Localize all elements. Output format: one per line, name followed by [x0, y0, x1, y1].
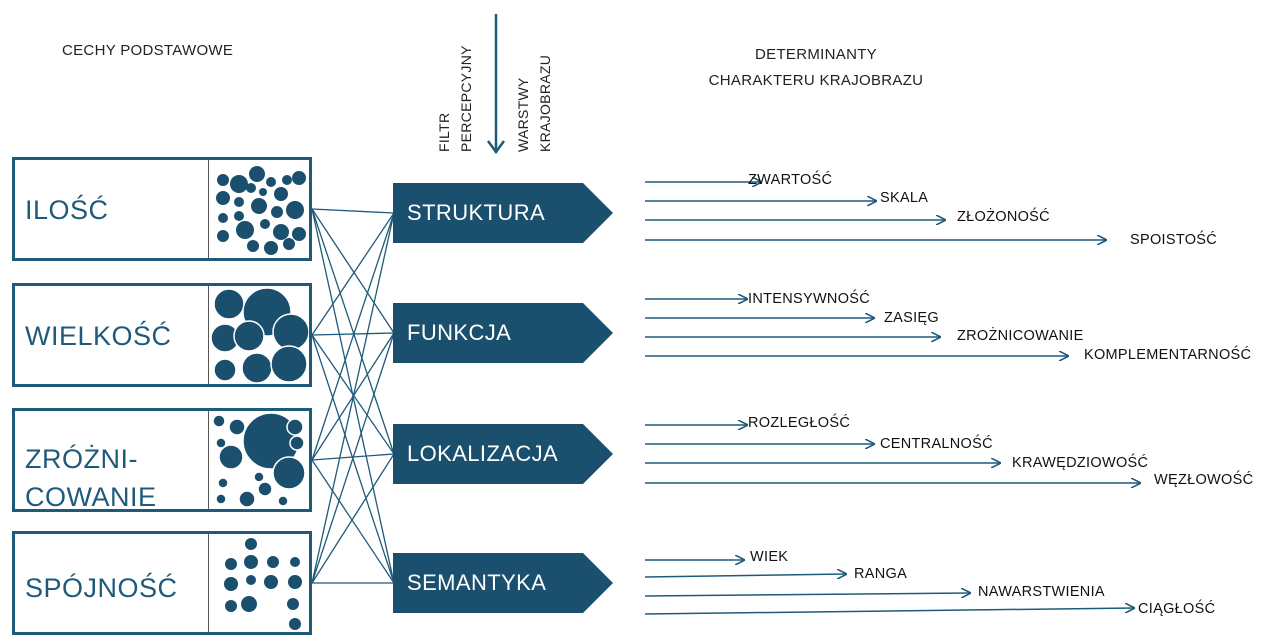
layer-label: SEMANTYKA	[407, 570, 547, 595]
header-determinants-line1: DETERMINANTY	[755, 46, 877, 63]
determinant-label: CIĄGŁOŚĆ	[1138, 601, 1216, 617]
layer-semantyka: SEMANTYKA	[393, 553, 613, 613]
layer-lokalizacja: LOKALIZACJA	[393, 424, 613, 484]
determinant-arrow	[644, 593, 970, 596]
determinant-label: WĘZŁOWOŚĆ	[1154, 472, 1254, 488]
layer-shape-lokalizacja	[393, 424, 613, 484]
filter-arrow	[486, 14, 506, 155]
feature-label-line1: ZRÓŻNI-	[25, 444, 138, 474]
determinant-label: ZWARTOŚĆ	[748, 172, 833, 188]
feature-box-wielkosc: WIELKOŚĆ	[12, 283, 312, 387]
determinant-label: ROZLEGŁOŚĆ	[748, 415, 851, 431]
determinant-label: ZŁOŻONOŚĆ	[957, 209, 1050, 225]
connection-line	[311, 453, 395, 584]
connection-line	[311, 459, 395, 584]
connection-line	[311, 212, 395, 336]
feature-label: ILOŚĆ	[25, 195, 109, 225]
connection-line	[311, 208, 395, 455]
layer-shape-funkcja	[393, 303, 613, 363]
determinant-label: KOMPLEMENTARNOŚĆ	[1084, 347, 1252, 363]
determinant-label: RANGA	[854, 566, 908, 582]
determinant-label: WIEK	[750, 549, 789, 565]
determinant-label: SPOISTOŚĆ	[1130, 232, 1218, 248]
feature-label: SPÓJNOŚĆ	[25, 573, 178, 603]
layer-funkcja: FUNKCJA	[393, 303, 613, 363]
feature-box-ilosc: ILOŚĆ	[12, 157, 312, 261]
determinant-arrows	[644, 182, 1140, 615]
layer-label: LOKALIZACJA	[407, 441, 559, 466]
determinant-arrow	[644, 608, 1134, 615]
large-circles-icon	[208, 286, 310, 384]
layer-shape-semantyka	[393, 553, 613, 613]
feature-label-line2: COWANIE	[25, 482, 157, 512]
layer-shape-struktura	[393, 183, 613, 243]
determinant-label: INTENSYWNOŚĆ	[748, 291, 871, 307]
feature-box-zroznicowanie: ZRÓŻNI- COWANIE	[12, 408, 312, 512]
determinant-label: CENTRALNOŚĆ	[880, 436, 993, 452]
layer-struktura: STRUKTURA	[393, 183, 613, 243]
connection-line	[311, 334, 395, 455]
many-small-circles-icon	[208, 160, 310, 258]
filter-label-line3: WARSTWY	[515, 77, 531, 152]
filter-label-line4: KRAJOBRAZU	[537, 54, 553, 152]
connection-line	[311, 212, 395, 461]
layer-label: FUNKCJA	[407, 320, 512, 345]
connection-line	[311, 212, 395, 584]
grid-circles-icon	[208, 534, 310, 632]
connection-lines	[311, 208, 395, 584]
filter-label-line1: FILTR	[436, 112, 452, 152]
connection-line	[311, 332, 395, 336]
header-basic-features: CECHY PODSTAWOWE	[62, 42, 234, 59]
determinant-arrow	[644, 574, 846, 577]
determinant-label: NAWARSTWIENIA	[978, 584, 1105, 600]
determinant-label: ZROŻNICOWANIE	[957, 328, 1084, 344]
header-determinants: DETERMINANTY CHARAKTERU KRAJOBRAZU	[686, 42, 946, 94]
connection-line	[311, 208, 395, 214]
feature-label: WIELKOŚĆ	[25, 321, 172, 351]
determinant-label: SKALA	[880, 190, 929, 206]
varied-circles-icon	[208, 411, 310, 509]
header-determinants-line2: CHARAKTERU KRAJOBRAZU	[708, 72, 924, 89]
connection-line	[311, 332, 395, 584]
determinant-label: ZASIĘG	[884, 310, 939, 326]
determinant-label: KRAWĘDZIOWOŚĆ	[1012, 455, 1149, 471]
layer-label: STRUKTURA	[407, 200, 546, 225]
connection-line	[311, 208, 395, 334]
feature-box-spojnosc: SPÓJNOŚĆ	[12, 531, 312, 635]
filter-label-line2: PERCEPCYJNY	[458, 45, 474, 152]
